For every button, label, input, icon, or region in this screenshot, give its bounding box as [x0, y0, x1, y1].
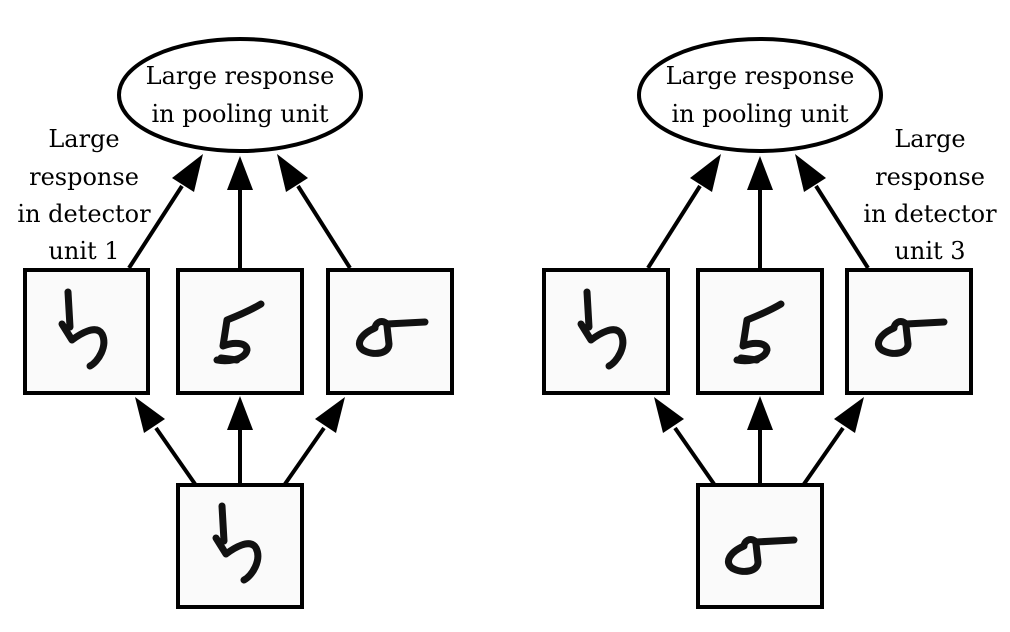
edge-input-to-detector3 — [283, 426, 326, 486]
pooling-unit-ellipse — [637, 37, 883, 153]
arrowhead — [654, 397, 684, 433]
pooling-unit-label-line-1: Large response — [666, 62, 855, 90]
arrowhead — [747, 156, 773, 190]
annotation-line-2: response — [875, 163, 985, 191]
edge-detector1-to-pooling — [127, 184, 184, 270]
arrowhead — [834, 397, 864, 433]
edge-detector3-to-pooling — [814, 184, 870, 270]
annotation-line-1: Large — [48, 125, 119, 153]
edge-input-to-detector3 — [802, 426, 845, 486]
detector-unit-2 — [176, 268, 304, 395]
detector-unit-1 — [542, 268, 670, 395]
arrowhead — [747, 396, 773, 430]
arrowhead — [690, 154, 721, 192]
annotation-line-3: in detector — [863, 200, 997, 228]
arrowhead — [227, 396, 253, 430]
detector-unit-2 — [696, 268, 824, 395]
pooling-unit-label-line-2: in pooling unit — [671, 100, 848, 128]
arrowhead — [172, 154, 203, 192]
pooling-unit-ellipse — [117, 37, 363, 153]
pooling-unit-label-line-1: Large response — [146, 62, 335, 90]
panel-left: Large response in pooling unit Large res… — [17, 37, 454, 609]
arrowhead — [135, 397, 165, 433]
input-image — [696, 483, 824, 609]
annotation-line-2: response — [29, 163, 139, 191]
annotation-line-4: unit 1 — [48, 237, 119, 265]
edge-input-to-detector1 — [673, 426, 716, 486]
annotation-line-3: in detector — [17, 200, 151, 228]
panel-right: Large response in pooling unit Large res… — [542, 37, 997, 609]
annotation-line-1: Large — [894, 125, 965, 153]
pooling-unit-label-line-2: in pooling unit — [151, 100, 328, 128]
arrowhead — [795, 154, 826, 192]
edge-detector3-to-pooling — [296, 184, 352, 270]
edge-detector1-to-pooling — [646, 184, 702, 270]
annotation-line-4: unit 3 — [894, 237, 965, 265]
arrowhead — [315, 397, 345, 433]
edge-input-to-detector1 — [154, 426, 197, 486]
arrowhead — [277, 154, 308, 192]
arrowhead — [227, 156, 253, 190]
